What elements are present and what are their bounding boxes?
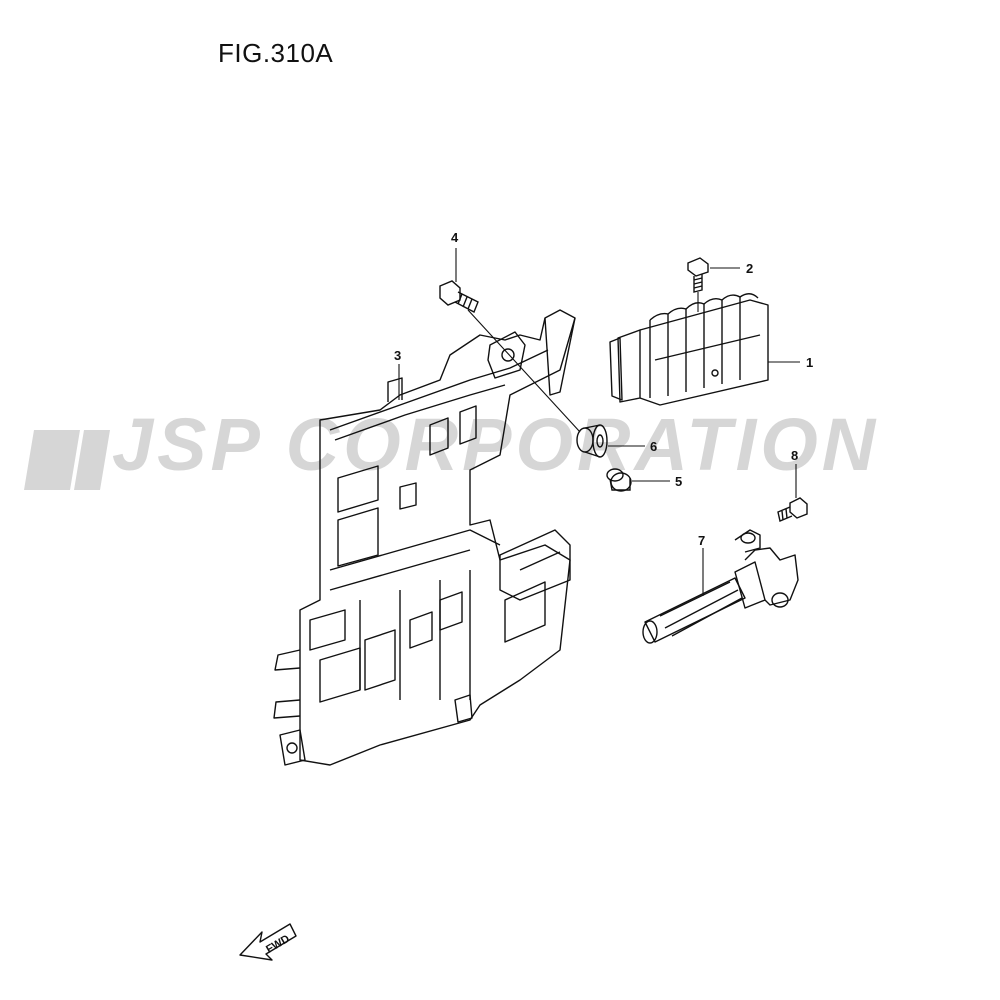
callout-7: 7 <box>698 533 705 548</box>
callout-5: 5 <box>675 474 682 489</box>
callout-4: 4 <box>451 230 459 245</box>
arrow-left-down-icon <box>239 923 297 961</box>
watermark-text: JSP CORPORATION <box>112 403 879 486</box>
callout-3: 3 <box>394 348 401 363</box>
callout-numbers: 1 2 3 4 5 6 7 8 <box>394 230 813 548</box>
ignition-coil-drawing <box>642 529 799 644</box>
fwd-indicator: FWD <box>239 923 297 961</box>
figure-title: FIG.310A <box>218 38 334 68</box>
electrical-bracket-drawing <box>273 309 576 766</box>
bolt-8-drawing <box>777 497 808 522</box>
watermark-logo-icon <box>24 430 110 490</box>
bolt-4-drawing <box>439 280 479 313</box>
callout-1: 1 <box>806 355 813 370</box>
callout-6: 6 <box>650 439 657 454</box>
bolt-2-drawing <box>687 257 709 293</box>
callout-2: 2 <box>746 261 753 276</box>
rectifier-regulator-drawing <box>609 293 769 406</box>
leader-4-to-grommet <box>467 309 581 433</box>
watermark: JSP CORPORATION <box>24 403 879 490</box>
leader-lines <box>398 248 800 596</box>
grommet-drawing <box>576 424 608 458</box>
collar-drawing <box>606 468 632 492</box>
callout-8: 8 <box>791 448 798 463</box>
